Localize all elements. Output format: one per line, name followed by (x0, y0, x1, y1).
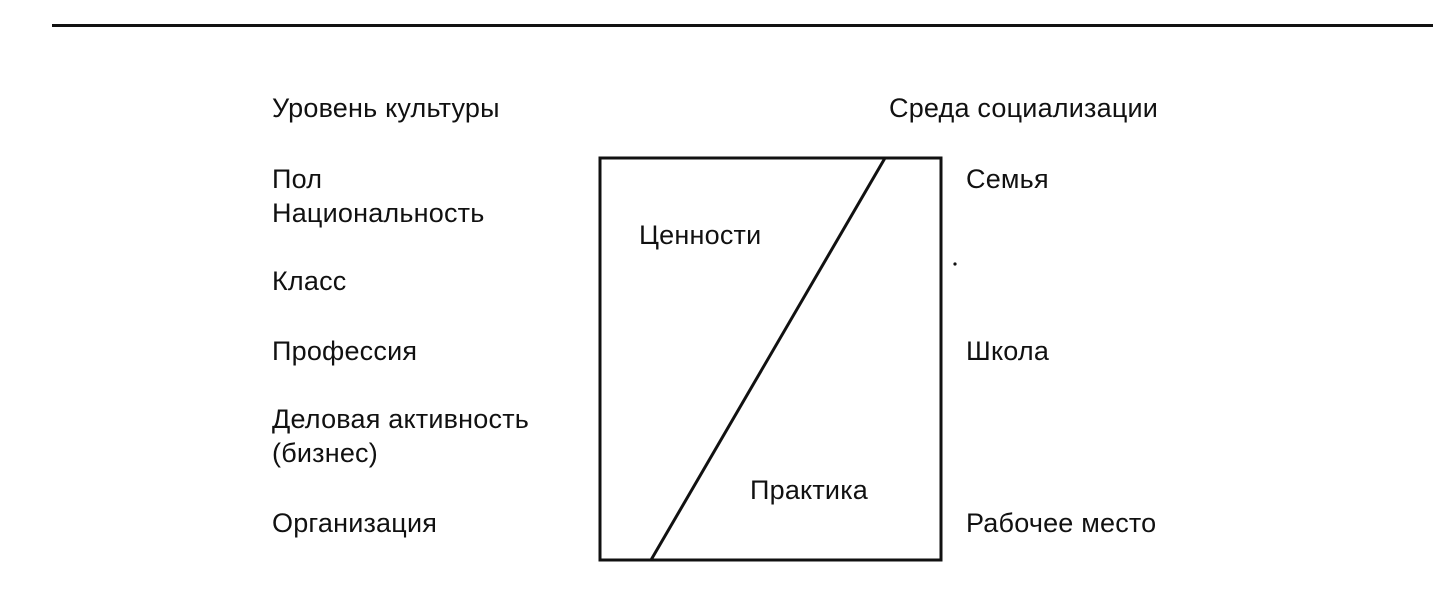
stray-dot (953, 262, 957, 266)
values-label: Ценности (639, 220, 762, 250)
level-organization: Организация (272, 508, 438, 538)
environment-school: Школа (966, 336, 1050, 366)
diagonal-divider (649, 157, 887, 561)
level-class: Класс (272, 266, 347, 296)
environment-workplace: Рабочее место (966, 508, 1157, 538)
right-column-heading: Среда социализации (889, 93, 1159, 123)
values-practice-box (598, 156, 943, 562)
practice-label: Практика (750, 475, 869, 505)
left-column-heading: Уровень культуры (272, 93, 500, 123)
level-business-line2: (бизнес) (272, 438, 378, 468)
level-sex: Пол (272, 164, 323, 194)
level-business-line1: Деловая активность (272, 404, 530, 434)
environment-family: Семья (966, 164, 1049, 194)
top-rule (52, 24, 1433, 27)
level-profession: Профессия (272, 336, 418, 366)
level-nationality: Национальность (272, 198, 485, 228)
